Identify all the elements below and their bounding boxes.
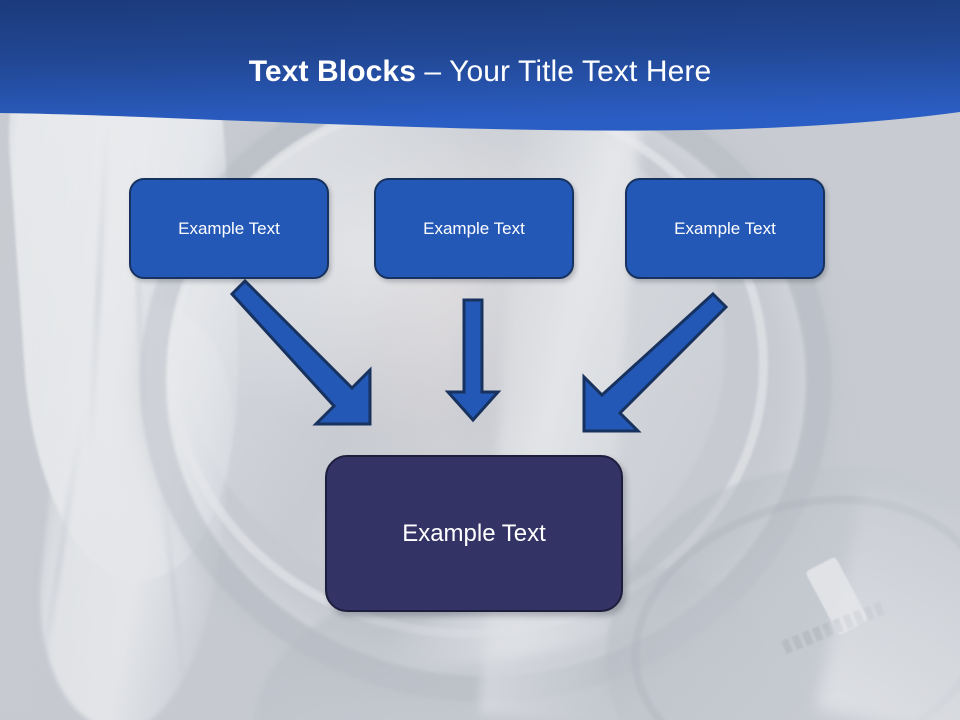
text-block-1-label: Example Text: [178, 218, 280, 238]
text-block-result-label: Example Text: [402, 519, 546, 547]
text-block-result[interactable]: Example Text: [325, 455, 623, 612]
text-block-1[interactable]: Example Text: [129, 178, 329, 279]
text-block-2[interactable]: Example Text: [374, 178, 574, 279]
text-block-3[interactable]: Example Text: [625, 178, 825, 279]
text-block-2-label: Example Text: [423, 218, 525, 238]
text-block-3-label: Example Text: [674, 218, 776, 238]
